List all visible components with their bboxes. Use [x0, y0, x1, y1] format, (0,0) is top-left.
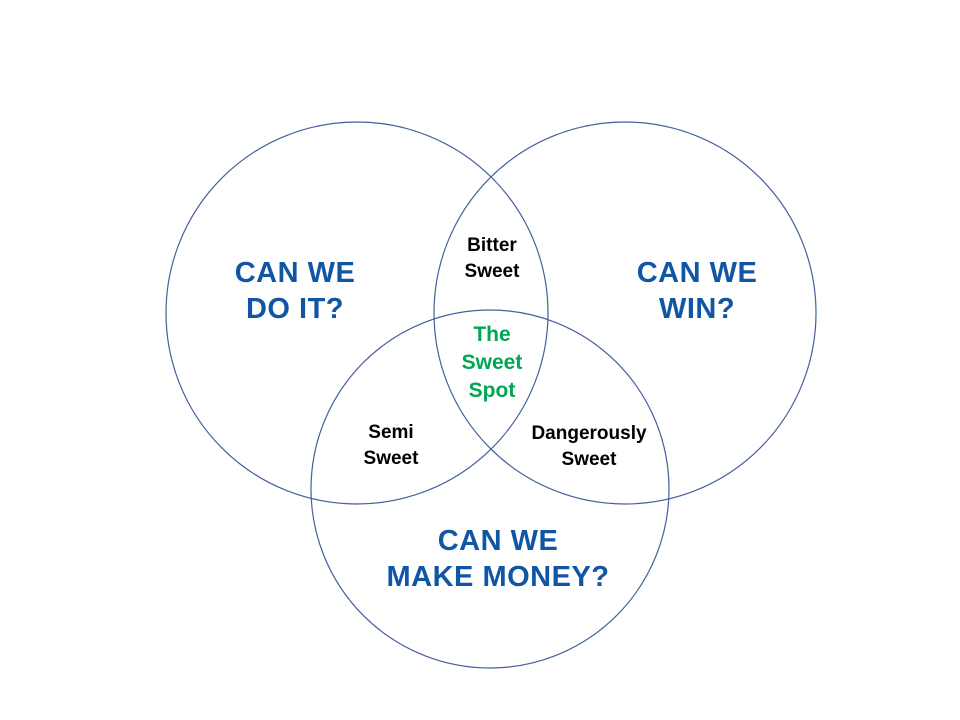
- circle-can-we-win: [433, 121, 817, 505]
- label-line: Sweet: [363, 448, 419, 469]
- label-line: WIN?: [658, 293, 736, 325]
- circle-can-we-do-it: [165, 121, 549, 505]
- label-can-we-make-money: CAN WE MAKE MONEY?: [387, 523, 610, 595]
- label-line: Sweet: [464, 261, 520, 282]
- label-semi-sweet: Semi Sweet: [364, 420, 419, 472]
- label-can-we-do-it: CAN WE DO IT?: [235, 255, 356, 327]
- label-line: Sweet: [561, 449, 617, 470]
- label-line: Sweet: [461, 351, 523, 374]
- label-dangerously-sweet: Dangerously Sweet: [531, 421, 646, 473]
- label-line: MAKE MONEY?: [386, 561, 610, 593]
- label-line: Bitter: [467, 235, 517, 256]
- label-can-we-win: CAN WE WIN?: [637, 255, 758, 327]
- label-line: CAN WE: [234, 257, 356, 289]
- label-sweet-spot: The Sweet Spot: [462, 321, 523, 405]
- label-line: Semi: [368, 422, 414, 443]
- label-line: Spot: [468, 379, 516, 402]
- label-bitter-sweet: Bitter Sweet: [465, 233, 520, 285]
- circle-can-we-make-money: [310, 309, 670, 669]
- label-line: Dangerously: [531, 423, 647, 444]
- label-line: CAN WE: [437, 525, 559, 557]
- label-line: The: [473, 323, 511, 346]
- label-line: CAN WE: [636, 257, 758, 289]
- label-line: DO IT?: [245, 293, 345, 325]
